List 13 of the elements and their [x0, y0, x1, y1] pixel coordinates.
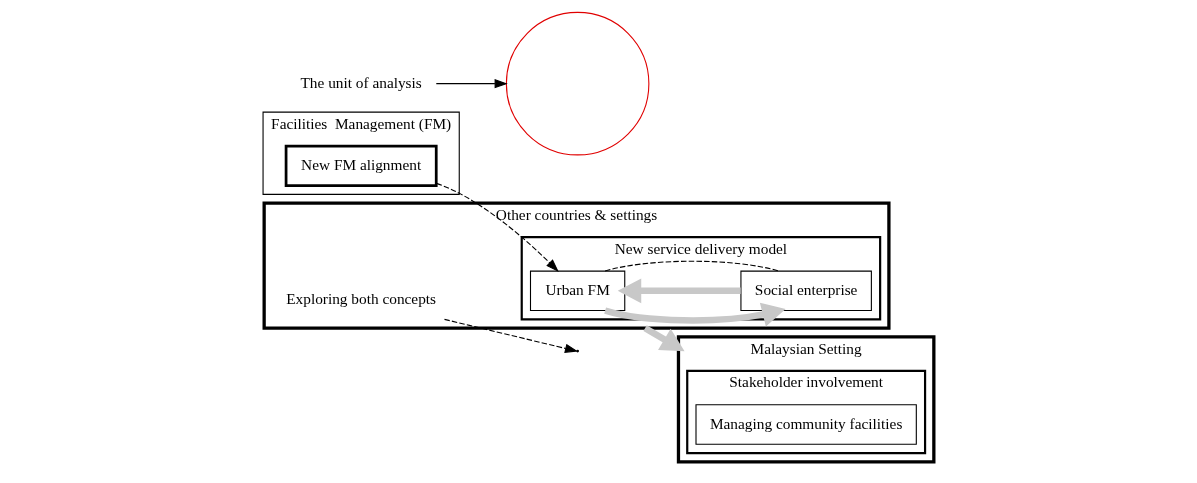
arrow [435, 182, 559, 272]
node-box: Managing community facilities [694, 404, 917, 445]
node-box: Social enterprise [739, 270, 872, 312]
arrow [617, 278, 741, 304]
arrow [603, 302, 786, 327]
connector [604, 260, 779, 272]
node-circle [505, 11, 649, 156]
arrow [642, 325, 685, 352]
node-text: Exploring both concepts [285, 289, 436, 307]
arrow [435, 79, 508, 89]
node-text: The unit of analysis [299, 73, 422, 91]
node-box: Urban FM [529, 270, 625, 312]
node-box: New FM alignment [284, 144, 438, 187]
